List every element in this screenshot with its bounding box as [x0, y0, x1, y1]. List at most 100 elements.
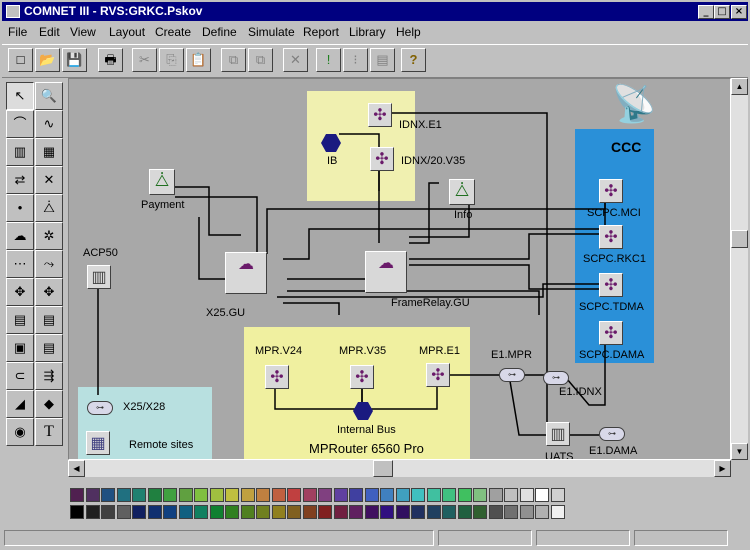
color-swatch[interactable]: [116, 488, 131, 502]
color-swatch[interactable]: [132, 505, 146, 519]
menu-edit[interactable]: Edit: [39, 25, 60, 39]
color-swatch[interactable]: [535, 505, 549, 519]
subnet-tool[interactable]: ✲: [35, 222, 63, 250]
color-swatch[interactable]: [333, 505, 348, 519]
color-swatch[interactable]: [318, 505, 332, 519]
color-swatch[interactable]: [426, 488, 441, 502]
source-tool[interactable]: ▤: [6, 306, 34, 334]
color-swatch[interactable]: [488, 488, 503, 502]
color-swatch[interactable]: [457, 505, 472, 519]
menu-help[interactable]: Help: [396, 25, 421, 39]
color-swatch[interactable]: [349, 505, 363, 519]
horizontal-scroll-thumb[interactable]: [373, 460, 393, 477]
scroll-left-button[interactable]: ◀: [68, 460, 85, 477]
color-swatch[interactable]: [333, 488, 348, 502]
color-swatch[interactable]: [147, 488, 162, 502]
arc-tool[interactable]: ∿: [35, 110, 63, 138]
step-button[interactable]: ⁝: [343, 48, 368, 72]
color-swatch[interactable]: [380, 505, 394, 519]
x25-x28-link-icon[interactable]: ⊶: [87, 401, 113, 415]
color-swatch[interactable]: [302, 505, 317, 519]
color-swatch[interactable]: [163, 488, 177, 502]
delete-button[interactable]: ✕: [283, 48, 308, 72]
color-swatch[interactable]: [178, 488, 193, 502]
app-icon[interactable]: [6, 5, 20, 18]
color-swatch[interactable]: [271, 488, 286, 502]
new-button[interactable]: □: [8, 48, 33, 72]
color-swatch[interactable]: [426, 505, 441, 519]
menu-simulate[interactable]: Simulate: [248, 25, 295, 39]
color-swatch[interactable]: [256, 488, 270, 502]
print-button[interactable]: 🖶: [98, 48, 123, 72]
mpr-v35-node[interactable]: ✣: [350, 365, 374, 389]
traffic-tool[interactable]: ⇶: [35, 362, 63, 390]
color-swatch[interactable]: [70, 505, 84, 519]
menu-create[interactable]: Create: [155, 25, 192, 39]
color-swatch[interactable]: [271, 505, 286, 519]
link-tool[interactable]: ⌒: [6, 110, 34, 138]
color-swatch[interactable]: [473, 488, 487, 502]
ib-hub-icon[interactable]: [321, 134, 341, 152]
color-swatch[interactable]: [225, 488, 239, 502]
save-button[interactable]: 💾: [62, 48, 87, 72]
uats-node[interactable]: ▥: [546, 422, 570, 446]
run-button[interactable]: !: [316, 48, 341, 72]
color-swatch[interactable]: [240, 488, 255, 502]
color-swatch[interactable]: [535, 488, 549, 502]
color-swatch[interactable]: [519, 505, 534, 519]
application-tool[interactable]: ▣: [6, 334, 34, 362]
copy-button[interactable]: ⎘: [159, 48, 184, 72]
menu-view[interactable]: View: [70, 25, 96, 39]
ring-tool[interactable]: ✥: [35, 278, 63, 306]
color-swatch[interactable]: [225, 505, 239, 519]
hub-tool[interactable]: ⧊: [35, 194, 63, 222]
color-swatch[interactable]: [411, 488, 425, 502]
color-swatch[interactable]: [85, 505, 100, 519]
pointer-tool[interactable]: ↖: [6, 82, 34, 110]
e1-mpr-link-icon[interactable]: ⊶: [499, 368, 525, 382]
color-swatch[interactable]: [550, 505, 565, 519]
menu-layout[interactable]: Layout: [109, 25, 146, 39]
color-swatch[interactable]: [302, 488, 317, 502]
color-swatch[interactable]: [473, 505, 487, 519]
color-swatch[interactable]: [318, 488, 332, 502]
color-swatch[interactable]: [178, 505, 193, 519]
ungroup-button[interactable]: ⧉: [248, 48, 273, 72]
idnx-e1-node[interactable]: ✣: [368, 103, 392, 127]
maximize-button[interactable]: □: [714, 5, 730, 19]
vertical-scroll-thumb[interactable]: [731, 230, 748, 248]
color-swatch[interactable]: [132, 488, 146, 502]
menu-define[interactable]: Define: [202, 25, 237, 39]
diamond-tool[interactable]: ◆: [35, 390, 63, 418]
close-button[interactable]: ×: [731, 5, 747, 19]
paste-button[interactable]: 📋: [186, 48, 211, 72]
color-swatch[interactable]: [147, 505, 162, 519]
point-tool[interactable]: •: [6, 194, 34, 222]
graph-tool[interactable]: ◢: [6, 390, 34, 418]
framerelay-gu-node[interactable]: ☁: [365, 251, 407, 293]
transport-tool[interactable]: ⊂: [6, 362, 34, 390]
color-swatch[interactable]: [256, 505, 270, 519]
color-swatch[interactable]: [70, 488, 84, 502]
scpc-tdma-node[interactable]: ✣: [599, 273, 623, 297]
color-swatch[interactable]: [519, 488, 534, 502]
scroll-right-button[interactable]: ▶: [714, 460, 731, 477]
color-swatch[interactable]: [364, 505, 379, 519]
switch-tool[interactable]: ✕: [35, 166, 63, 194]
color-swatch[interactable]: [116, 505, 131, 519]
e1-idnx-link-icon[interactable]: ⊶: [543, 371, 569, 385]
bus-tool[interactable]: ⋯: [6, 250, 34, 278]
color-swatch[interactable]: [504, 505, 518, 519]
mesh-tool[interactable]: ✥: [6, 278, 34, 306]
scroll-down-button[interactable]: ▼: [731, 443, 748, 460]
wan-link-tool[interactable]: ⤳: [35, 250, 63, 278]
color-swatch[interactable]: [488, 505, 503, 519]
scpc-dama-node[interactable]: ✣: [599, 321, 623, 345]
session-tool[interactable]: ▤: [35, 334, 63, 362]
color-swatch[interactable]: [240, 505, 255, 519]
color-swatch[interactable]: [395, 488, 410, 502]
network-canvas[interactable]: ✣ IDNX.E1 IB ✣ IDNX/20.V35 ⧊ Payment ⧊ I…: [68, 78, 731, 460]
color-swatch[interactable]: [209, 505, 224, 519]
color-swatch[interactable]: [504, 488, 518, 502]
scpc-rkc1-node[interactable]: ✣: [599, 225, 623, 249]
